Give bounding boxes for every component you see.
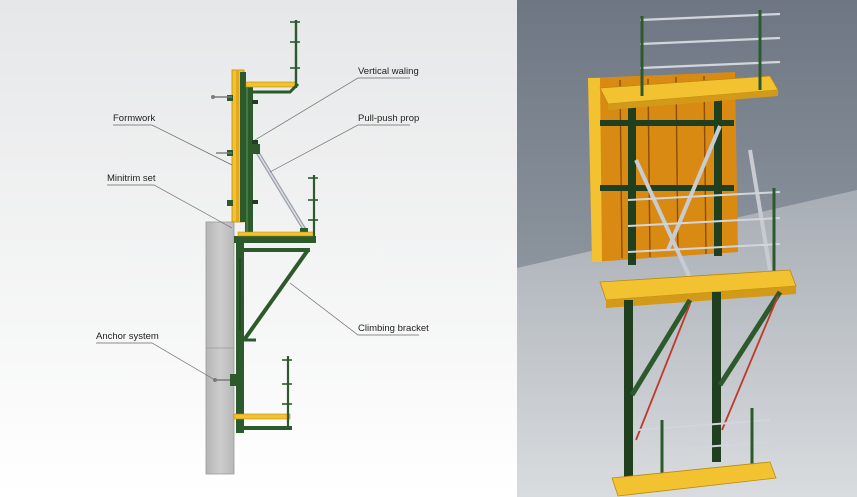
- vertical-waling: [245, 86, 258, 240]
- label-anchor-system: Anchor system: [96, 331, 159, 342]
- lower-platform: [233, 356, 292, 430]
- formwork-panel: [211, 69, 246, 223]
- main-platform: [234, 175, 318, 243]
- label-formwork: Formwork: [113, 113, 155, 124]
- main-platform-3d: [599, 269, 797, 308]
- rendering-panel: [517, 0, 857, 497]
- label-climbing-bracket: Climbing bracket: [358, 323, 429, 334]
- label-pull-push-prop: Pull-push prop: [358, 113, 419, 124]
- lower-platform-3d: [611, 461, 777, 497]
- top-platform-3d: [599, 10, 781, 110]
- technical-drawing-panel: Formwork Minitrim set Anchor system Vert…: [0, 0, 517, 497]
- climbing-brackets-3d: [624, 290, 783, 490]
- top-platform: [245, 20, 300, 94]
- label-vertical-waling: Vertical waling: [358, 66, 419, 77]
- climbing-bracket: [236, 243, 310, 433]
- label-minitrim-set: Minitrim set: [107, 173, 156, 184]
- pull-push-props-3d: [634, 125, 772, 279]
- middle-railing-3d: [627, 188, 781, 282]
- formwork-3d: [588, 72, 738, 265]
- leader-lines: [96, 77, 419, 381]
- lower-railing-3d: [635, 408, 771, 480]
